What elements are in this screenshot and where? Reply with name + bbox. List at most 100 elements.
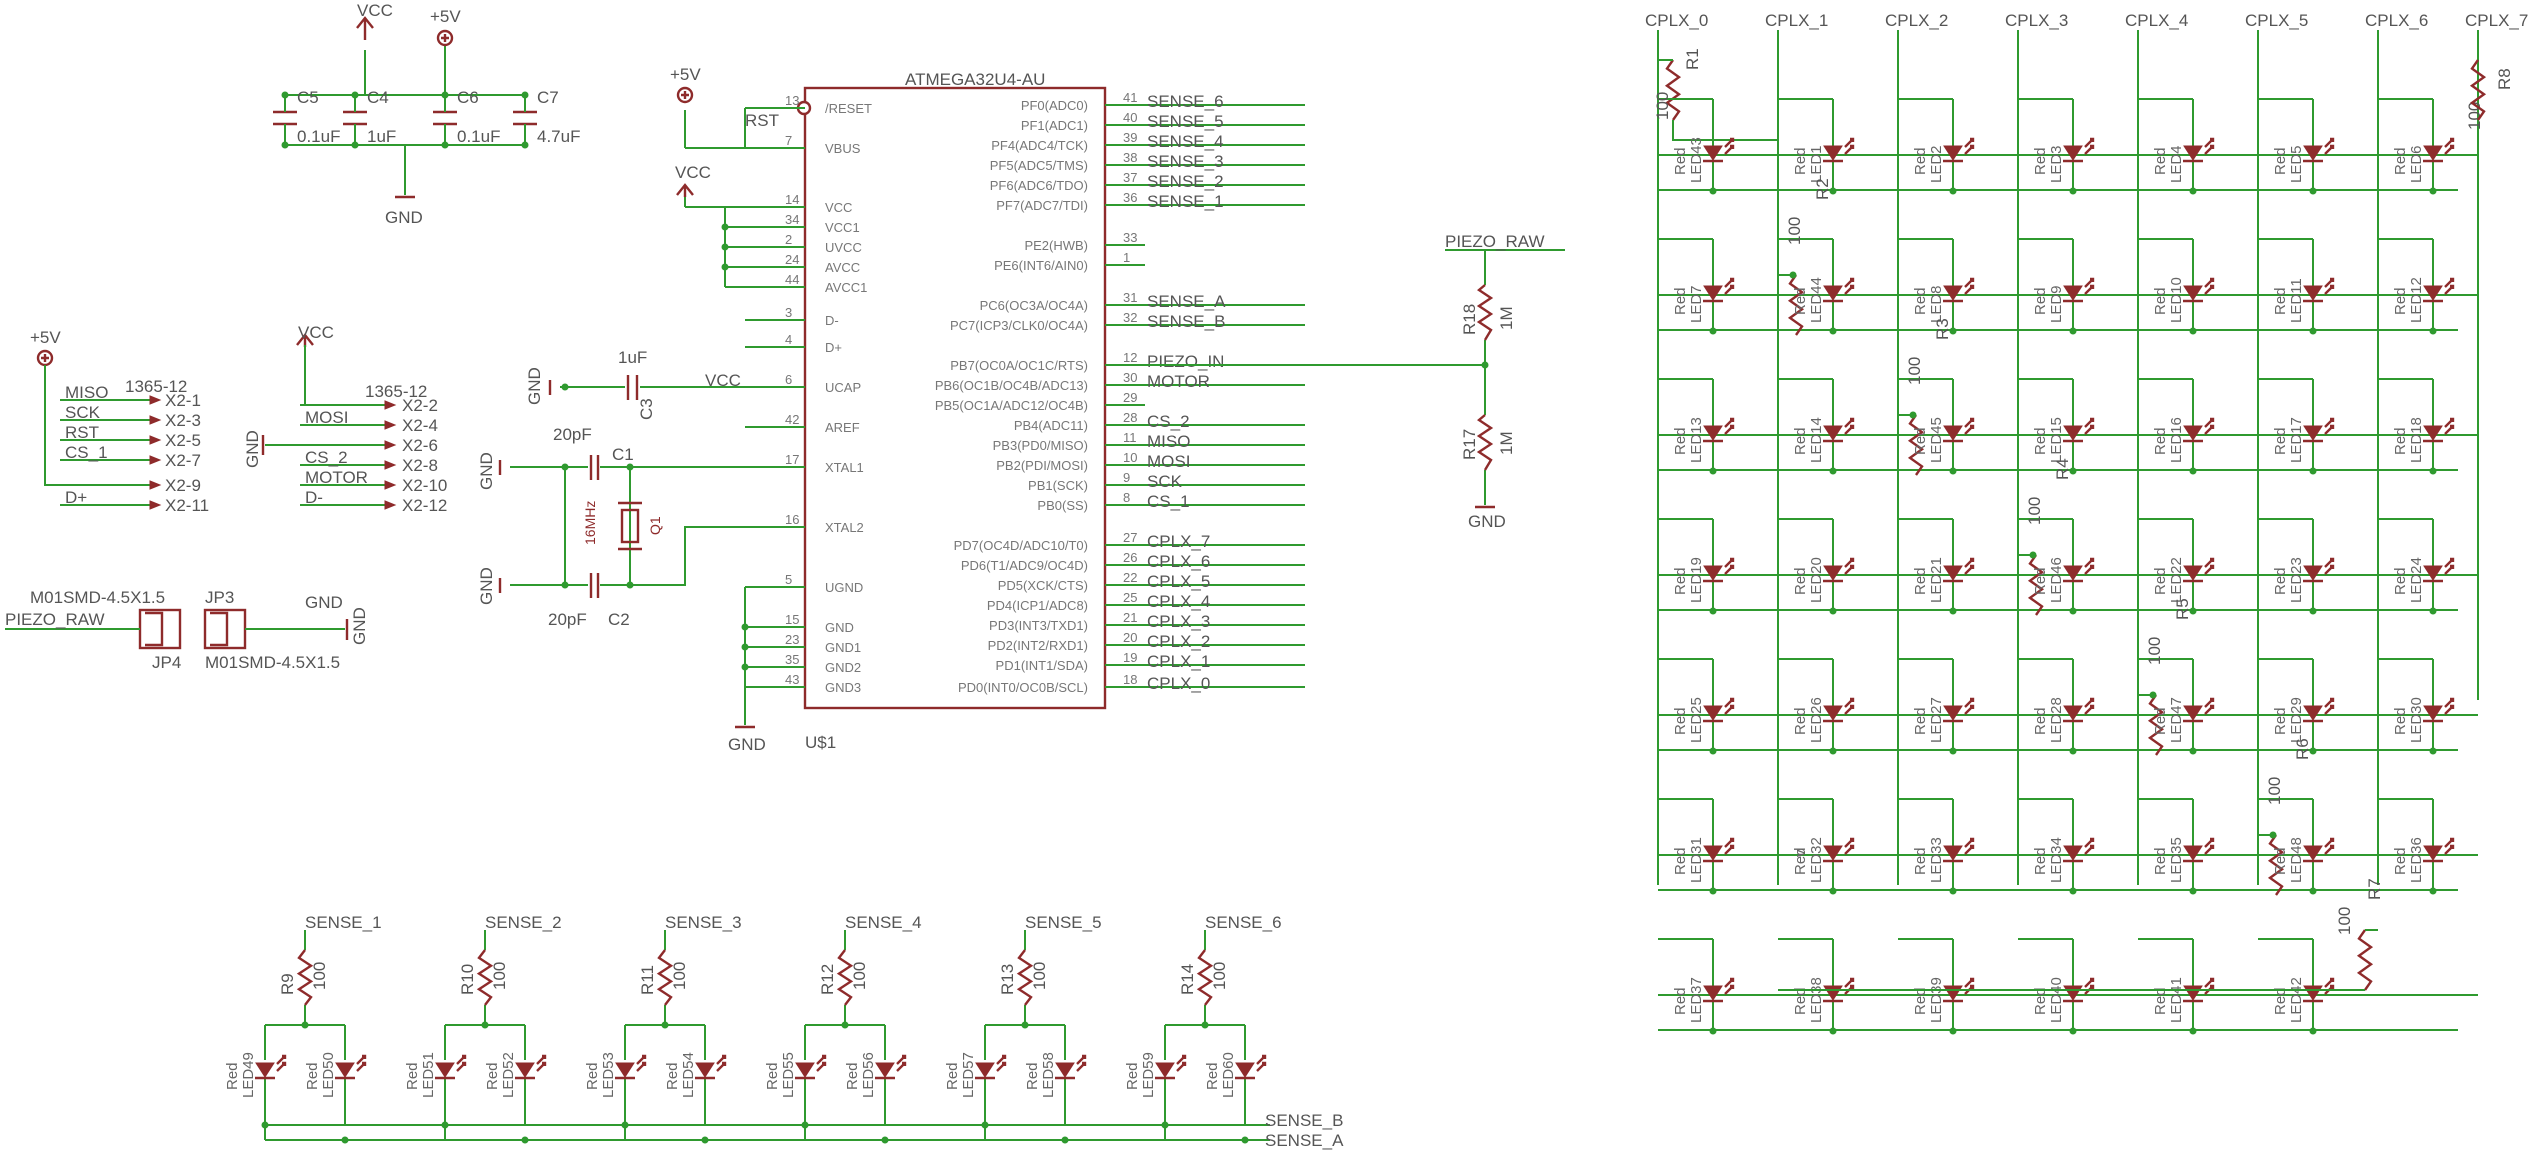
mcu-pin-num: 2 bbox=[785, 232, 792, 247]
mcu-pin-num: 24 bbox=[785, 252, 799, 267]
led-color: Red bbox=[1792, 427, 1809, 455]
mcu-pin-num: 22 bbox=[1123, 570, 1137, 585]
led-color: Red bbox=[1792, 147, 1809, 175]
gnd-label: GND bbox=[385, 208, 423, 227]
c3-value: 1uF bbox=[618, 348, 647, 367]
resistor-r3 bbox=[1907, 414, 1925, 476]
led-led12 bbox=[2423, 277, 2455, 303]
sense-led-led54 bbox=[695, 1054, 727, 1080]
mcu-pin-num: 17 bbox=[785, 452, 799, 467]
mcu-pin-name: XTAL1 bbox=[825, 460, 864, 475]
mcu-pin-name: PD3(INT3/TXD1) bbox=[989, 618, 1088, 633]
mcu-pin-num: 11 bbox=[1123, 430, 1137, 445]
sense-net-label: SENSE_1 bbox=[305, 913, 382, 932]
mcu-pin-num: 7 bbox=[785, 133, 792, 148]
sense-led-led51 bbox=[435, 1054, 467, 1080]
mcu-left-pins: 13/RESET7VBUS14VCC34VCC12UVCC24AVCC44AVC… bbox=[745, 93, 872, 695]
mcu-pin-name: PF0(ADC0) bbox=[1021, 98, 1088, 113]
mcu-net-label: CS_1 bbox=[1147, 492, 1190, 511]
cplx-res-ref: R5 bbox=[2173, 598, 2192, 620]
led-ref: LED6 bbox=[2408, 145, 2425, 183]
led-led48 bbox=[2303, 837, 2335, 863]
led-color: Red bbox=[2152, 147, 2169, 175]
sense-led-color: Red bbox=[764, 1062, 781, 1090]
decoup-ref: C7 bbox=[537, 88, 559, 107]
led-ref: LED26 bbox=[1808, 697, 1825, 743]
mcu-pin-name: PD5(XCK/CTS) bbox=[998, 578, 1088, 593]
jp4-net: PIEZO_RAW bbox=[5, 610, 105, 629]
led-color: Red bbox=[2272, 847, 2289, 875]
mcu-pin-num: 3 bbox=[785, 305, 792, 320]
mcu-pin-name: UVCC bbox=[825, 240, 862, 255]
mcu-net-label: CPLX_7 bbox=[1147, 532, 1210, 551]
mcu-pin-num: 10 bbox=[1123, 450, 1137, 465]
led-color: Red bbox=[2032, 567, 2049, 595]
cplx-column-label: CPLX_4 bbox=[2125, 11, 2188, 30]
mcu-pin-name: PE2(HWB) bbox=[1024, 238, 1088, 253]
led-color: Red bbox=[1792, 287, 1809, 315]
xtal-gnd-1: GND bbox=[477, 452, 496, 490]
hdr2-net: CS_2 bbox=[305, 448, 348, 467]
mcu-net-label: CPLX_2 bbox=[1147, 632, 1210, 651]
cplx-column-label: CPLX_0 bbox=[1645, 11, 1708, 30]
jp3-value: M01SMD-4.5X1.5 bbox=[205, 653, 340, 672]
led-ref: LED46 bbox=[2048, 557, 2065, 603]
mcu-net-label: SENSE_1 bbox=[1147, 192, 1224, 211]
mcu-net-label: SENSE_A bbox=[1147, 292, 1226, 311]
led-led21 bbox=[1943, 557, 1975, 583]
resistor-r5 bbox=[2147, 694, 2165, 756]
xtal-gnd-2: GND bbox=[477, 567, 496, 605]
r18-value: 1M bbox=[1497, 306, 1516, 330]
led-led10 bbox=[2183, 277, 2215, 303]
hdr2-pin: X2-10 bbox=[402, 476, 447, 495]
led-ref: LED15 bbox=[2048, 417, 2065, 463]
mcu-pin-num: 31 bbox=[1123, 290, 1137, 305]
mcu-pin-num: 44 bbox=[785, 272, 799, 287]
led-ref: LED21 bbox=[1928, 557, 1945, 603]
led-color: Red bbox=[1672, 987, 1689, 1015]
mcu-ref: U$1 bbox=[805, 733, 836, 752]
c1-value: 20pF bbox=[553, 425, 592, 444]
mcu-pin-num: 20 bbox=[1123, 630, 1137, 645]
mcu-pin-name: GND bbox=[825, 620, 854, 635]
led-ref: LED47 bbox=[2168, 697, 2185, 743]
hdr1-net: MISO bbox=[65, 383, 108, 402]
mcu-net-label: SENSE_4 bbox=[1147, 132, 1224, 151]
decoup-ref: C4 bbox=[367, 88, 389, 107]
mcu-pin-name: PE6(INT6/AIN0) bbox=[994, 258, 1088, 273]
mcu-pin-name: XTAL2 bbox=[825, 520, 864, 535]
led-ref: LED4 bbox=[2168, 145, 2185, 183]
led-led23 bbox=[2303, 557, 2335, 583]
sense-led-ref: LED55 bbox=[780, 1052, 797, 1098]
led-color: Red bbox=[2272, 147, 2289, 175]
led-color: Red bbox=[2272, 567, 2289, 595]
hdr2-net: D- bbox=[305, 488, 323, 507]
sense-led-ref: LED57 bbox=[960, 1052, 977, 1098]
cplx-column-label: CPLX_5 bbox=[2245, 11, 2308, 30]
hdr2-net: MOTOR bbox=[305, 468, 368, 487]
sense-net-label: SENSE_5 bbox=[1025, 913, 1102, 932]
led-led19 bbox=[1703, 557, 1735, 583]
mcu-pin-num: 18 bbox=[1123, 672, 1137, 687]
led-led4 bbox=[2183, 137, 2215, 163]
led-color: Red bbox=[2272, 287, 2289, 315]
hdr2-pin: X2-4 bbox=[402, 416, 438, 435]
piezo-gnd: GND bbox=[1468, 512, 1506, 531]
led-led25 bbox=[1703, 697, 1735, 723]
led-ref: LED22 bbox=[2168, 557, 2185, 603]
cplx-res-value: 100 bbox=[1653, 92, 1672, 120]
sense-net-label: SENSE_2 bbox=[485, 913, 562, 932]
mcu-pin-name: VCC bbox=[825, 200, 852, 215]
sense-led-ref: LED49 bbox=[240, 1052, 257, 1098]
sense-led-led49 bbox=[255, 1054, 287, 1080]
sense-res-value: 100 bbox=[1030, 962, 1049, 990]
mcu-pin-name: /RESET bbox=[825, 101, 872, 116]
cplx-column-label: CPLX_2 bbox=[1885, 11, 1948, 30]
sense-resistor bbox=[296, 949, 314, 1006]
c3-ref: C3 bbox=[637, 398, 656, 420]
led-ref: LED16 bbox=[2168, 417, 2185, 463]
mcu-pin-num: 27 bbox=[1123, 530, 1137, 545]
led-ref: LED17 bbox=[2288, 417, 2305, 463]
mcu-net-label: SENSE_B bbox=[1147, 312, 1225, 331]
